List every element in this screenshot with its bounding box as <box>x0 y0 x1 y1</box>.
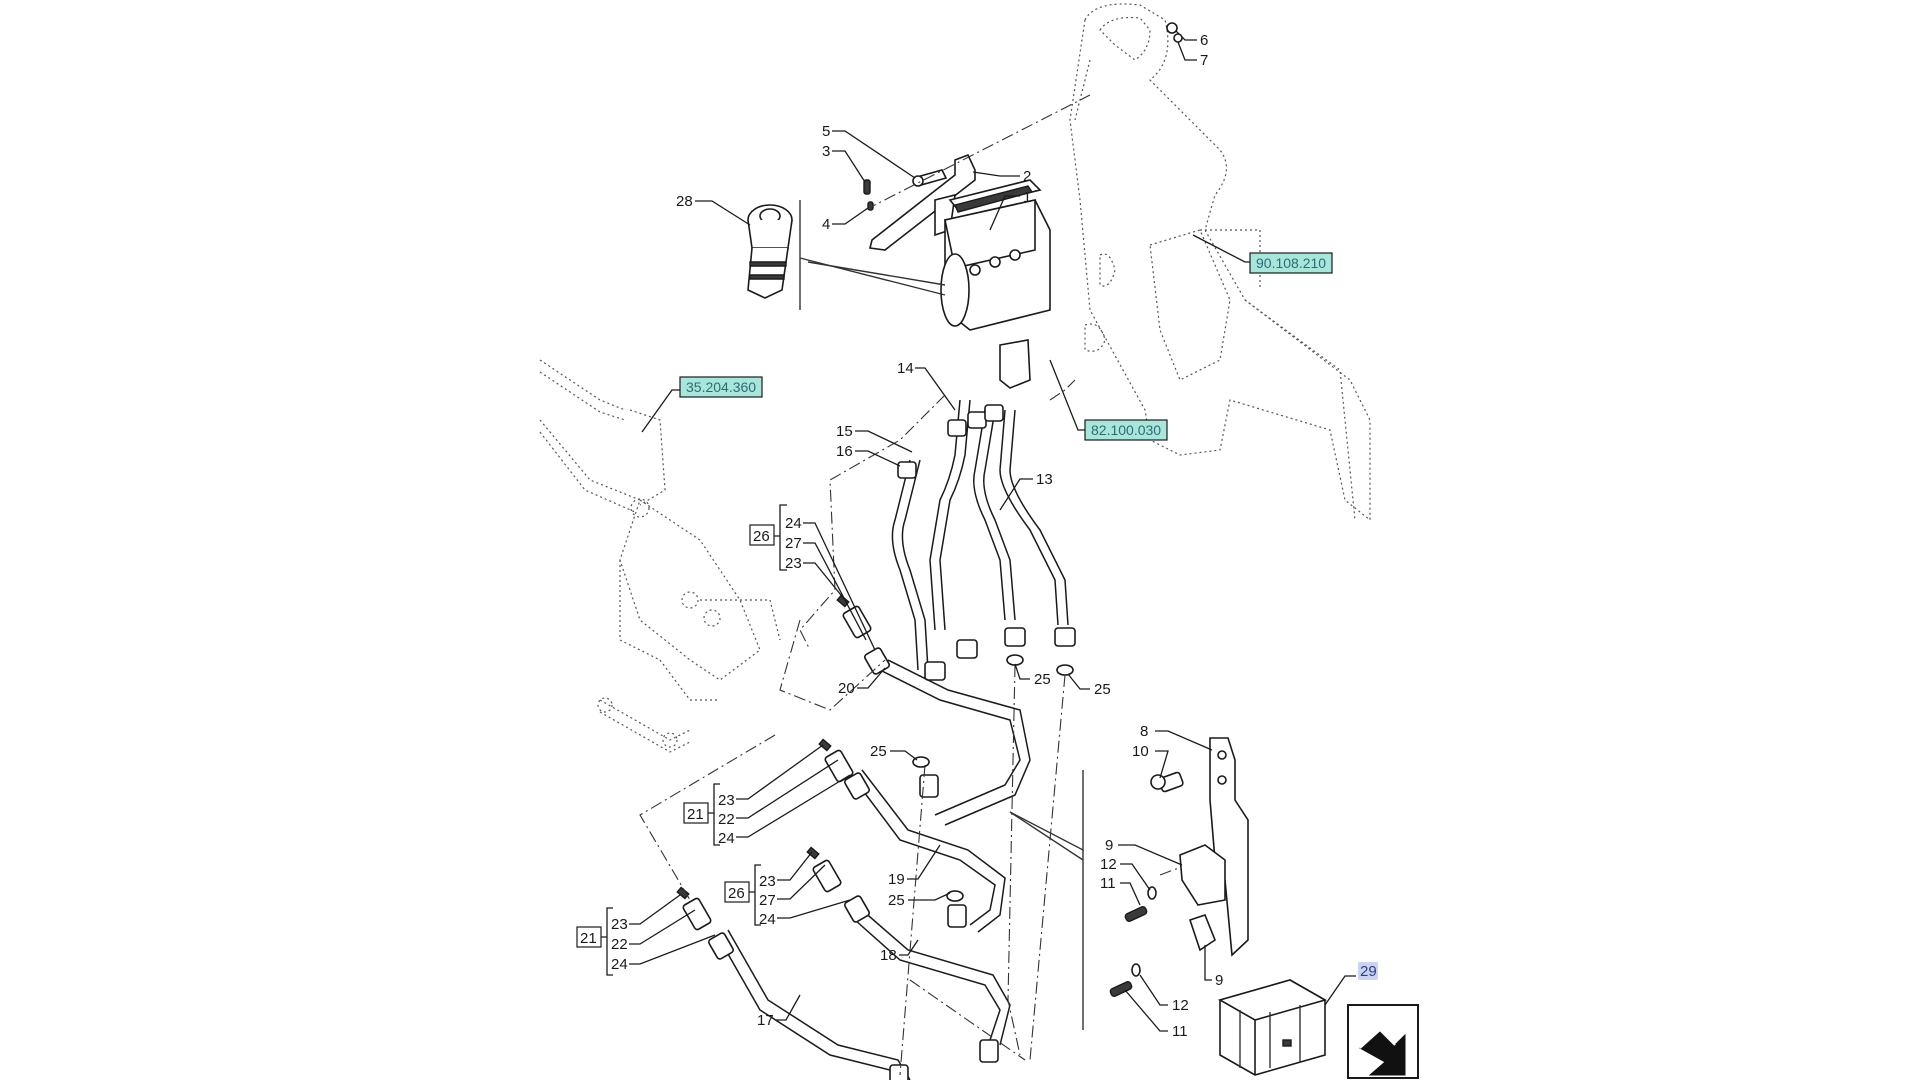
callout-23: 23 <box>611 916 628 933</box>
adapter-fittings <box>676 594 890 960</box>
callout-1: 1 <box>1023 189 1031 206</box>
callout-3: 3 <box>822 143 830 160</box>
callout-10: 10 <box>1132 743 1149 760</box>
control-valve-ghost <box>539 359 781 753</box>
callout-8: 8 <box>1140 723 1148 740</box>
callout-23: 23 <box>785 555 802 572</box>
kit-group-26-lower[interactable]: 26 23 27 24 <box>724 851 851 928</box>
kit-number: 21 <box>580 930 597 947</box>
callout-22: 22 <box>611 936 628 953</box>
callout-25a: 25 <box>1034 671 1051 688</box>
callout-15: 15 <box>836 423 853 440</box>
pipes-13 <box>891 399 1076 681</box>
callout-25b: 25 <box>1094 681 1111 698</box>
callout-9a: 9 <box>1105 837 1113 854</box>
reference-label: 35.204.360 <box>686 379 756 395</box>
callout-19: 19 <box>888 871 905 888</box>
callout-24: 24 <box>611 956 628 973</box>
callout-24: 24 <box>718 830 735 847</box>
callout-27: 27 <box>759 892 776 909</box>
callout-12a: 12 <box>1100 856 1117 873</box>
callout-4: 4 <box>822 216 830 233</box>
callout-2: 2 <box>1023 168 1031 185</box>
kit-number: 21 <box>687 806 704 823</box>
o-rings-25 <box>912 654 1074 902</box>
callout-17: 17 <box>757 1012 774 1029</box>
callout-16: 16 <box>836 443 853 460</box>
fitting-28 <box>747 204 793 299</box>
reference-label: 82.100.030 <box>1091 422 1161 438</box>
reference-link-82-100-030[interactable]: 82.100.030 <box>1049 359 1168 441</box>
callout-25d: 25 <box>888 892 905 909</box>
callout-18: 18 <box>880 947 897 964</box>
callout-5: 5 <box>822 123 830 140</box>
callout-22: 22 <box>718 811 735 828</box>
callout-28: 28 <box>676 193 693 210</box>
callout-11a: 11 <box>1100 875 1116 892</box>
callout-13: 13 <box>1036 471 1053 488</box>
callout-24: 24 <box>759 911 776 928</box>
callout-23: 23 <box>718 792 735 809</box>
reference-link-90-108-210[interactable]: 90.108.210 <box>1192 234 1333 274</box>
callout-14: 14 <box>897 360 914 377</box>
callout-29-highlighted[interactable]: 29 <box>1324 962 1378 1006</box>
callout-29: 29 <box>1360 963 1377 980</box>
kit-crate-29 <box>1217 979 1328 1076</box>
next-page-button[interactable] <box>1347 1004 1419 1079</box>
clamp-bracket-8 <box>1109 737 1249 997</box>
kit-group-26-upper[interactable]: 26 24 27 23 <box>749 504 876 651</box>
kit-number: 26 <box>753 528 770 545</box>
callout-6: 6 <box>1200 32 1208 49</box>
divider-lines <box>799 200 1084 1030</box>
callout-25c: 25 <box>870 743 887 760</box>
callout-12b: 12 <box>1172 997 1189 1014</box>
callout-9b: 9 <box>1215 972 1223 989</box>
callout-27: 27 <box>785 535 802 552</box>
valve-block <box>940 179 1051 389</box>
pipes-lower <box>719 659 1031 1080</box>
screw-3 <box>863 179 871 195</box>
reference-label: 90.108.210 <box>1256 255 1326 271</box>
callouts: 5 3 4 2 1 6 7 28 14 15 16 13 20 25 25 25 <box>676 22 1223 1040</box>
reference-link-35-204-360[interactable]: 35.204.360 <box>641 376 763 433</box>
callout-24: 24 <box>785 515 802 532</box>
callout-11b: 11 <box>1172 1023 1188 1040</box>
callout-20: 20 <box>838 680 855 697</box>
assembly-centerlines <box>639 94 1231 1076</box>
kit-number: 26 <box>728 885 745 902</box>
callout-23: 23 <box>759 873 776 890</box>
kit-group-21-lower[interactable]: 21 23 22 24 <box>576 894 716 976</box>
callout-7: 7 <box>1200 52 1208 69</box>
kit-group-21-upper[interactable]: 21 23 22 24 <box>683 744 851 847</box>
